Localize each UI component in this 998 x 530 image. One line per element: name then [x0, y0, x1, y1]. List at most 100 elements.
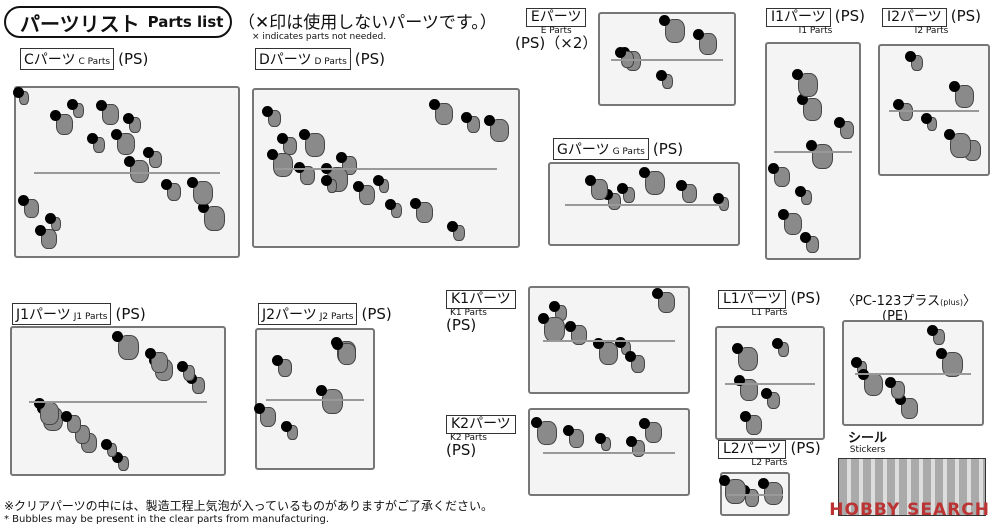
part-piece	[803, 98, 822, 121]
title-jp: パーツリスト	[20, 11, 140, 36]
part-number-marker	[187, 177, 198, 188]
part-number-marker	[593, 338, 604, 349]
part-number-marker	[713, 193, 724, 204]
part-number-marker	[659, 15, 670, 26]
part-number-marker	[18, 195, 29, 206]
l1-parts-label: L1パーツ(PS)L1 Parts	[718, 290, 821, 318]
footer-note-en: * Bubbles may be present in the clear pa…	[4, 514, 330, 525]
part-number-marker	[177, 361, 188, 372]
part-number-marker	[281, 421, 292, 432]
part-number-marker	[719, 475, 730, 486]
part-piece	[327, 179, 337, 193]
part-number-marker	[905, 51, 916, 62]
part-piece	[56, 114, 73, 135]
part-number-marker	[112, 452, 123, 463]
part-piece	[801, 190, 812, 205]
part-number-marker	[778, 209, 789, 220]
part-number-marker	[549, 301, 560, 312]
part-number-marker	[385, 199, 396, 210]
part-piece	[645, 171, 665, 195]
part-piece	[901, 398, 918, 419]
part-number-marker	[732, 343, 743, 354]
sticker-sheet	[838, 458, 986, 516]
j2-parts-runner	[254, 328, 375, 470]
g-parts-runner	[548, 162, 740, 246]
part-number-marker	[617, 183, 628, 194]
part-piece	[645, 422, 662, 443]
part-number-marker	[353, 181, 364, 192]
note-en: × indicates parts not needed.	[252, 32, 387, 42]
part-number-marker	[615, 47, 626, 58]
part-number-marker	[112, 331, 123, 342]
part-number-marker	[410, 198, 421, 209]
pc-parts-label: 〈PC-123プラス(plus)〉(PE)	[842, 294, 976, 324]
part-number-marker	[143, 147, 154, 158]
part-piece	[379, 179, 389, 193]
part-number-marker	[262, 106, 273, 117]
part-number-marker	[461, 112, 472, 123]
i1-parts-runner	[765, 42, 861, 260]
part-piece	[591, 179, 608, 200]
part-piece	[118, 456, 129, 471]
part-number-marker	[921, 113, 932, 124]
part-piece	[435, 103, 453, 125]
part-piece	[391, 203, 402, 218]
part-number-marker	[585, 175, 596, 186]
part-number-marker	[595, 433, 606, 444]
part-number-marker	[277, 133, 288, 144]
part-piece	[359, 185, 375, 205]
part-number-marker	[123, 113, 134, 124]
part-number-marker	[851, 357, 862, 368]
part-piece	[193, 181, 213, 205]
part-number-marker	[50, 110, 61, 121]
part-number-marker	[885, 377, 896, 388]
part-number-marker	[145, 348, 156, 359]
part-number-marker	[834, 117, 845, 128]
part-number-marker	[565, 321, 576, 332]
part-piece	[662, 74, 673, 89]
e-parts-runner	[598, 12, 736, 106]
part-number-marker	[656, 70, 667, 81]
part-number-marker	[949, 81, 960, 92]
part-piece	[107, 443, 117, 457]
part-number-marker	[484, 115, 495, 126]
part-number-marker	[936, 348, 947, 359]
part-piece	[774, 167, 790, 187]
part-piece	[416, 202, 433, 223]
part-piece	[927, 117, 937, 131]
part-piece	[746, 415, 762, 435]
part-number-marker	[927, 325, 938, 336]
part-number-marker	[652, 288, 663, 299]
part-piece	[955, 85, 974, 108]
part-number-marker	[429, 99, 440, 110]
part-number-marker	[294, 162, 305, 173]
l2-parts-label: L2パーツ(PS)L2 Parts	[718, 440, 821, 468]
part-piece	[19, 91, 29, 105]
j1-parts-runner	[10, 326, 226, 476]
part-number-marker	[734, 375, 745, 386]
part-piece	[537, 421, 557, 445]
part-number-marker	[272, 355, 283, 366]
part-piece	[41, 229, 57, 249]
part-number-marker	[316, 385, 327, 396]
part-number-marker	[626, 436, 637, 447]
part-piece	[738, 347, 758, 371]
part-number-marker	[35, 225, 46, 236]
part-number-marker	[332, 339, 343, 350]
part-piece	[599, 342, 618, 365]
part-piece	[699, 33, 717, 55]
part-number-marker	[800, 232, 811, 243]
part-number-marker	[87, 133, 98, 144]
part-number-marker	[795, 186, 806, 197]
part-number-marker	[806, 140, 817, 151]
i1-parts-label: I1パーツ(PS)I1 Parts	[766, 8, 865, 36]
part-piece	[784, 213, 802, 235]
part-number-marker	[639, 418, 650, 429]
part-number-marker	[161, 179, 172, 190]
part-number-marker	[373, 175, 384, 186]
part-piece	[117, 133, 135, 155]
